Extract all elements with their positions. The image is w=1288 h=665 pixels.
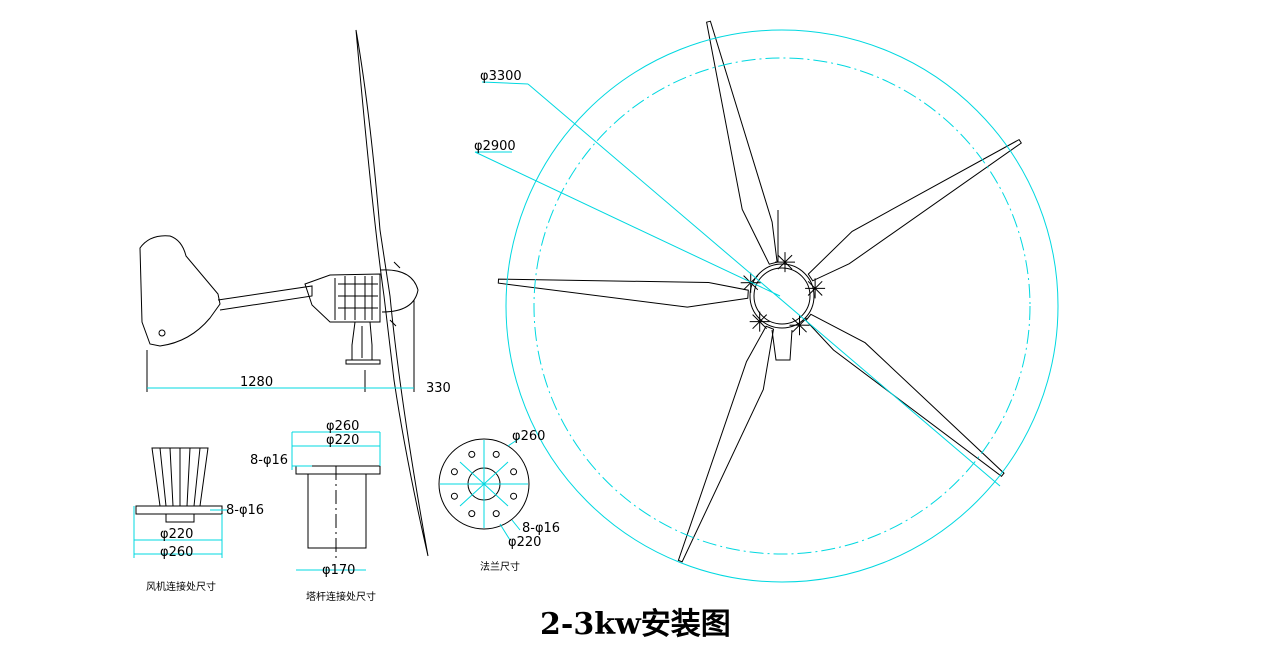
hub-bolt-star (749, 311, 770, 332)
flange-hole (492, 450, 500, 458)
tower-bolts-label: 8-φ16 (250, 453, 288, 468)
drawing-title: 2-3kw安装图 (540, 607, 731, 642)
hub-bolt-star (789, 315, 810, 336)
hub-bolt-star (774, 252, 796, 273)
flange-outer-label: φ260 (512, 429, 545, 444)
flange-bolts-label: 8-φ16 (522, 521, 560, 536)
turbine-caption: 风机连接处尺寸 (146, 580, 216, 593)
flange-hole (510, 468, 518, 476)
turbine-connection-detail (135, 447, 223, 523)
flange-hole (468, 450, 476, 458)
hub-offset-label: 330 (426, 381, 451, 396)
tower-pipe-label: φ170 (322, 563, 355, 578)
flange-bolt-circle-label: φ220 (508, 535, 541, 550)
nose-cone (379, 269, 419, 313)
tower-outer-label: φ260 (326, 419, 359, 434)
inner-diameter-label: φ2900 (474, 139, 516, 154)
nacelle (304, 273, 381, 323)
flange-hole (450, 492, 458, 500)
turbine-outer-label: φ260 (160, 545, 193, 560)
rotor-blade (807, 138, 1022, 282)
rotor-blade (805, 313, 1005, 477)
rotor-front-view (497, 20, 1022, 563)
flange-hole (510, 492, 518, 500)
tower-bolt-circle-label: φ220 (326, 433, 359, 448)
tower-connection-detail (295, 465, 381, 560)
flange-hole (492, 510, 500, 518)
rotor-blades (497, 20, 1022, 563)
rotor-blade (497, 278, 749, 308)
outer-diameter-label: φ3300 (480, 69, 522, 84)
side-blade (355, 29, 429, 557)
rotor-blade (677, 325, 775, 563)
outer-diameter-circle (505, 29, 1059, 583)
inner-diameter-circle (533, 57, 1031, 555)
flange-hole (450, 468, 458, 476)
flange-hole (468, 510, 476, 518)
flange-holes (450, 450, 518, 518)
hub-bolt-star (805, 278, 826, 299)
flange-caption: 法兰尺寸 (480, 560, 520, 573)
hub-bolts (740, 252, 826, 336)
tail-boom (217, 285, 313, 311)
turbine-bolts-label: 8-φ16 (226, 503, 264, 518)
hub-circle (749, 263, 815, 329)
tower-caption: 塔杆连接处尺寸 (306, 590, 376, 603)
length-label: 1280 (240, 375, 273, 390)
turbine-bolt-circle-label: φ220 (160, 527, 193, 542)
tail-fin (139, 235, 221, 347)
rotor-blade (706, 20, 778, 265)
side-view (139, 29, 429, 557)
